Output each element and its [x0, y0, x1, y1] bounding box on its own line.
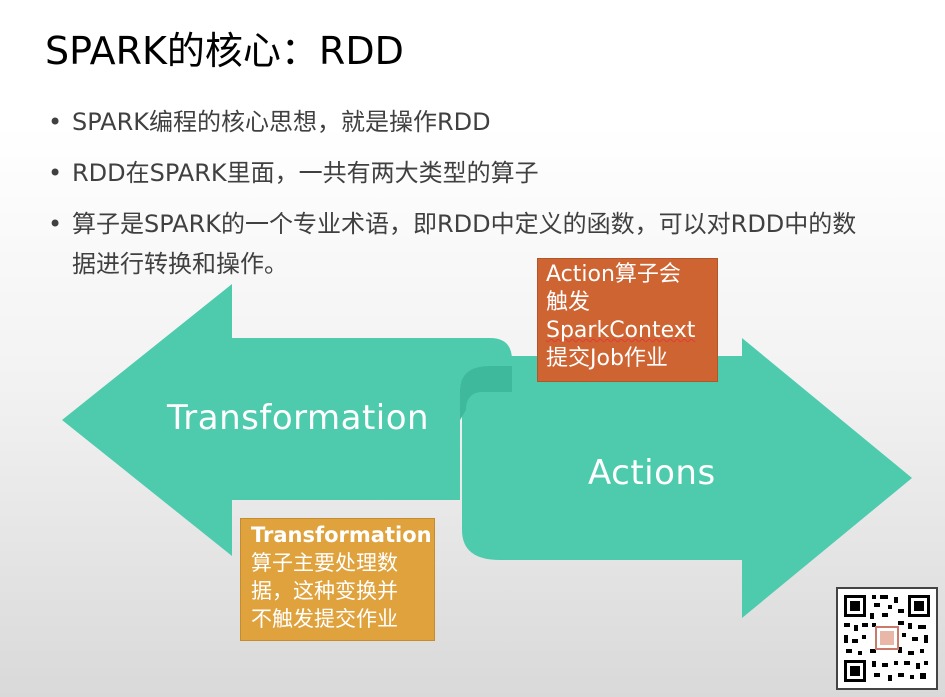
transformation-label: Transformation [167, 398, 430, 438]
transformation-callout-line: Transformation [251, 523, 432, 547]
action-callout-line: Action算子会 [546, 262, 681, 287]
transformation-callout-line: 算子主要处理数 [251, 551, 398, 575]
qr-code-graphic [838, 589, 936, 688]
bullet-item: SPARK编程的核心思想，就是操作RDD [48, 102, 868, 142]
bullet-item: RDD在SPARK里面，一共有两大类型的算子 [48, 153, 868, 193]
transformation-callout-line: 不触发提交作业 [251, 607, 398, 631]
actions-arrow-shape [462, 338, 912, 618]
action-callout-line: 提交Job作业 [546, 346, 668, 371]
action-callout-line: SparkContext [546, 318, 696, 343]
action-callout-line: 触发 [546, 290, 591, 315]
qr-code-icon [836, 587, 938, 690]
transformation-callout: Transformation 算子主要处理数 据，这种变换并 不触发提交作业 [240, 518, 435, 641]
action-callout: Action算子会 触发 SparkContext 提交Job作业 [537, 258, 718, 382]
bullet-item: 算子是SPARK的一个专业术语，即RDD中定义的函数，可以对RDD中的数据进行转… [48, 204, 868, 284]
slide-title: SPARK的核心：RDD [45, 29, 404, 73]
transformation-callout-line: 据，这种变换并 [251, 579, 398, 603]
ribbon-fold-shading [460, 366, 512, 420]
actions-label: Actions [588, 453, 716, 493]
transformation-arrow-shape [62, 284, 512, 556]
bullet-list: SPARK编程的核心思想，就是操作RDD RDD在SPARK里面，一共有两大类型… [48, 102, 868, 295]
